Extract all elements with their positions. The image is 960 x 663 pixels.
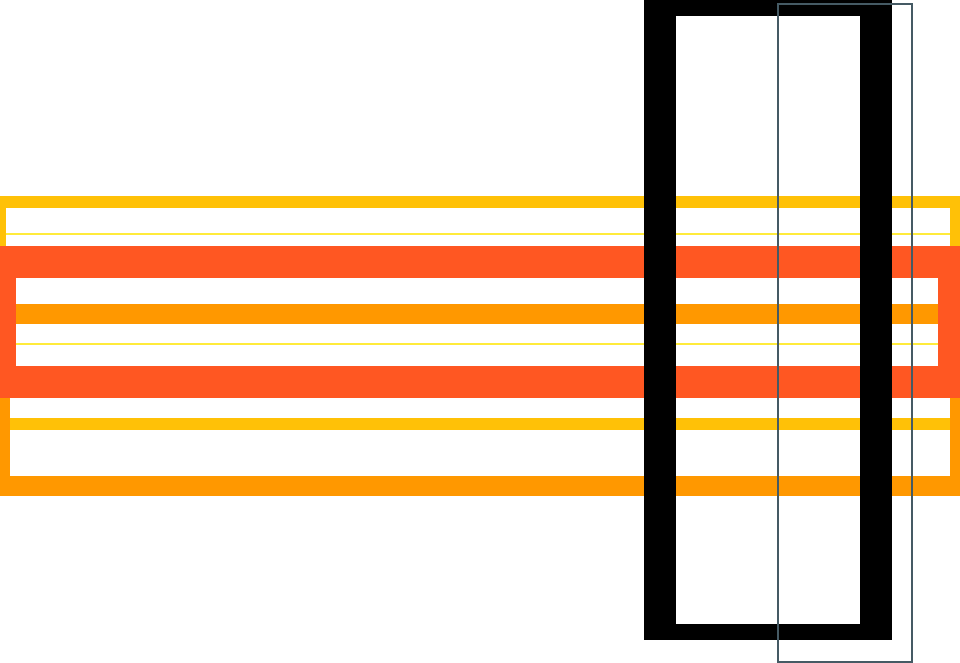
black-rectangle xyxy=(644,0,892,640)
slate-outline-rectangle xyxy=(777,3,913,663)
yellow-line-lower xyxy=(16,343,938,345)
orange-rectangle xyxy=(0,304,960,496)
deep-orange-rectangle xyxy=(0,246,960,398)
yellow-line-upper xyxy=(6,233,950,235)
